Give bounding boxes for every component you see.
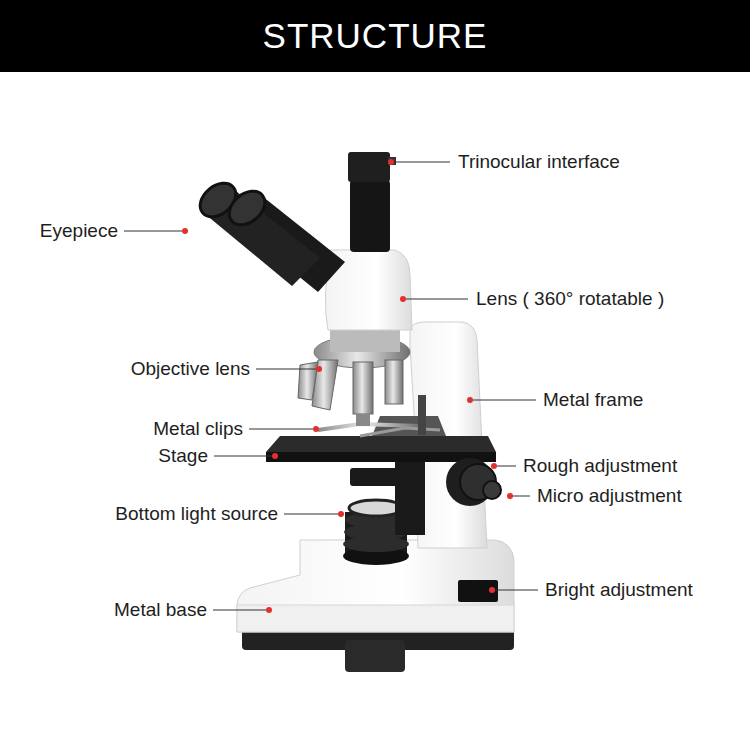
- leader-dot: [316, 366, 322, 372]
- stage-support: [395, 455, 425, 535]
- base-foot: [345, 640, 405, 672]
- leader-dot: [489, 587, 495, 593]
- leader-line: [495, 590, 538, 591]
- leader-dot: [338, 511, 344, 517]
- leader-line: [406, 299, 468, 300]
- leader-line: [473, 400, 536, 401]
- leader-dot: [507, 493, 513, 499]
- part-label: Rough adjustment: [523, 454, 677, 478]
- leader-line: [394, 162, 450, 163]
- part-label: Eyepiece: [40, 219, 118, 243]
- leader-line: [284, 514, 338, 515]
- part-label: Metal base: [114, 598, 207, 622]
- part-label: Stage: [158, 444, 208, 468]
- leader-dot: [467, 397, 473, 403]
- leader-dot: [182, 228, 188, 234]
- part-label: Trinocular interface: [458, 150, 620, 174]
- eyepiece: [194, 176, 345, 292]
- light-lens: [349, 500, 403, 516]
- trinocular-screw: [388, 157, 396, 165]
- leader-dot: [272, 453, 278, 459]
- part-label: Lens ( 360° rotatable ): [476, 287, 664, 311]
- part-label: Metal clips: [153, 417, 243, 441]
- part-label: Objective lens: [131, 357, 250, 381]
- part-label: Micro adjustment: [537, 484, 682, 508]
- leader-line: [124, 231, 182, 232]
- leader-line: [249, 429, 313, 430]
- part-label: Bright adjustment: [545, 578, 693, 602]
- leader-dot: [491, 463, 497, 469]
- title: STRUCTURE: [0, 0, 750, 72]
- objective-lens: [298, 360, 403, 426]
- brightness-slot: [458, 580, 498, 602]
- stage: [266, 436, 496, 452]
- base-front: [237, 605, 514, 632]
- leader-line: [213, 610, 266, 611]
- leader-dots: [182, 159, 513, 613]
- micro-knob: [483, 481, 501, 499]
- trinocular-cap: [348, 152, 390, 182]
- clip-post: [418, 395, 426, 435]
- leader-dot: [266, 607, 272, 613]
- metal-base: [237, 540, 514, 632]
- leader-dot: [313, 426, 319, 432]
- leader-line: [497, 466, 516, 467]
- leader-lines: [124, 162, 538, 610]
- condenser: [350, 468, 402, 486]
- leader-line: [256, 369, 316, 370]
- part-label: Bottom light source: [115, 502, 278, 526]
- part-label: Metal frame: [543, 388, 643, 412]
- leader-dot: [400, 296, 406, 302]
- trinocular-tube: [350, 180, 390, 252]
- nosepiece-body: [330, 330, 400, 352]
- leader-dot: [388, 159, 394, 165]
- leader-line: [214, 456, 272, 457]
- leader-line: [513, 496, 530, 497]
- metal-clip: [360, 428, 440, 436]
